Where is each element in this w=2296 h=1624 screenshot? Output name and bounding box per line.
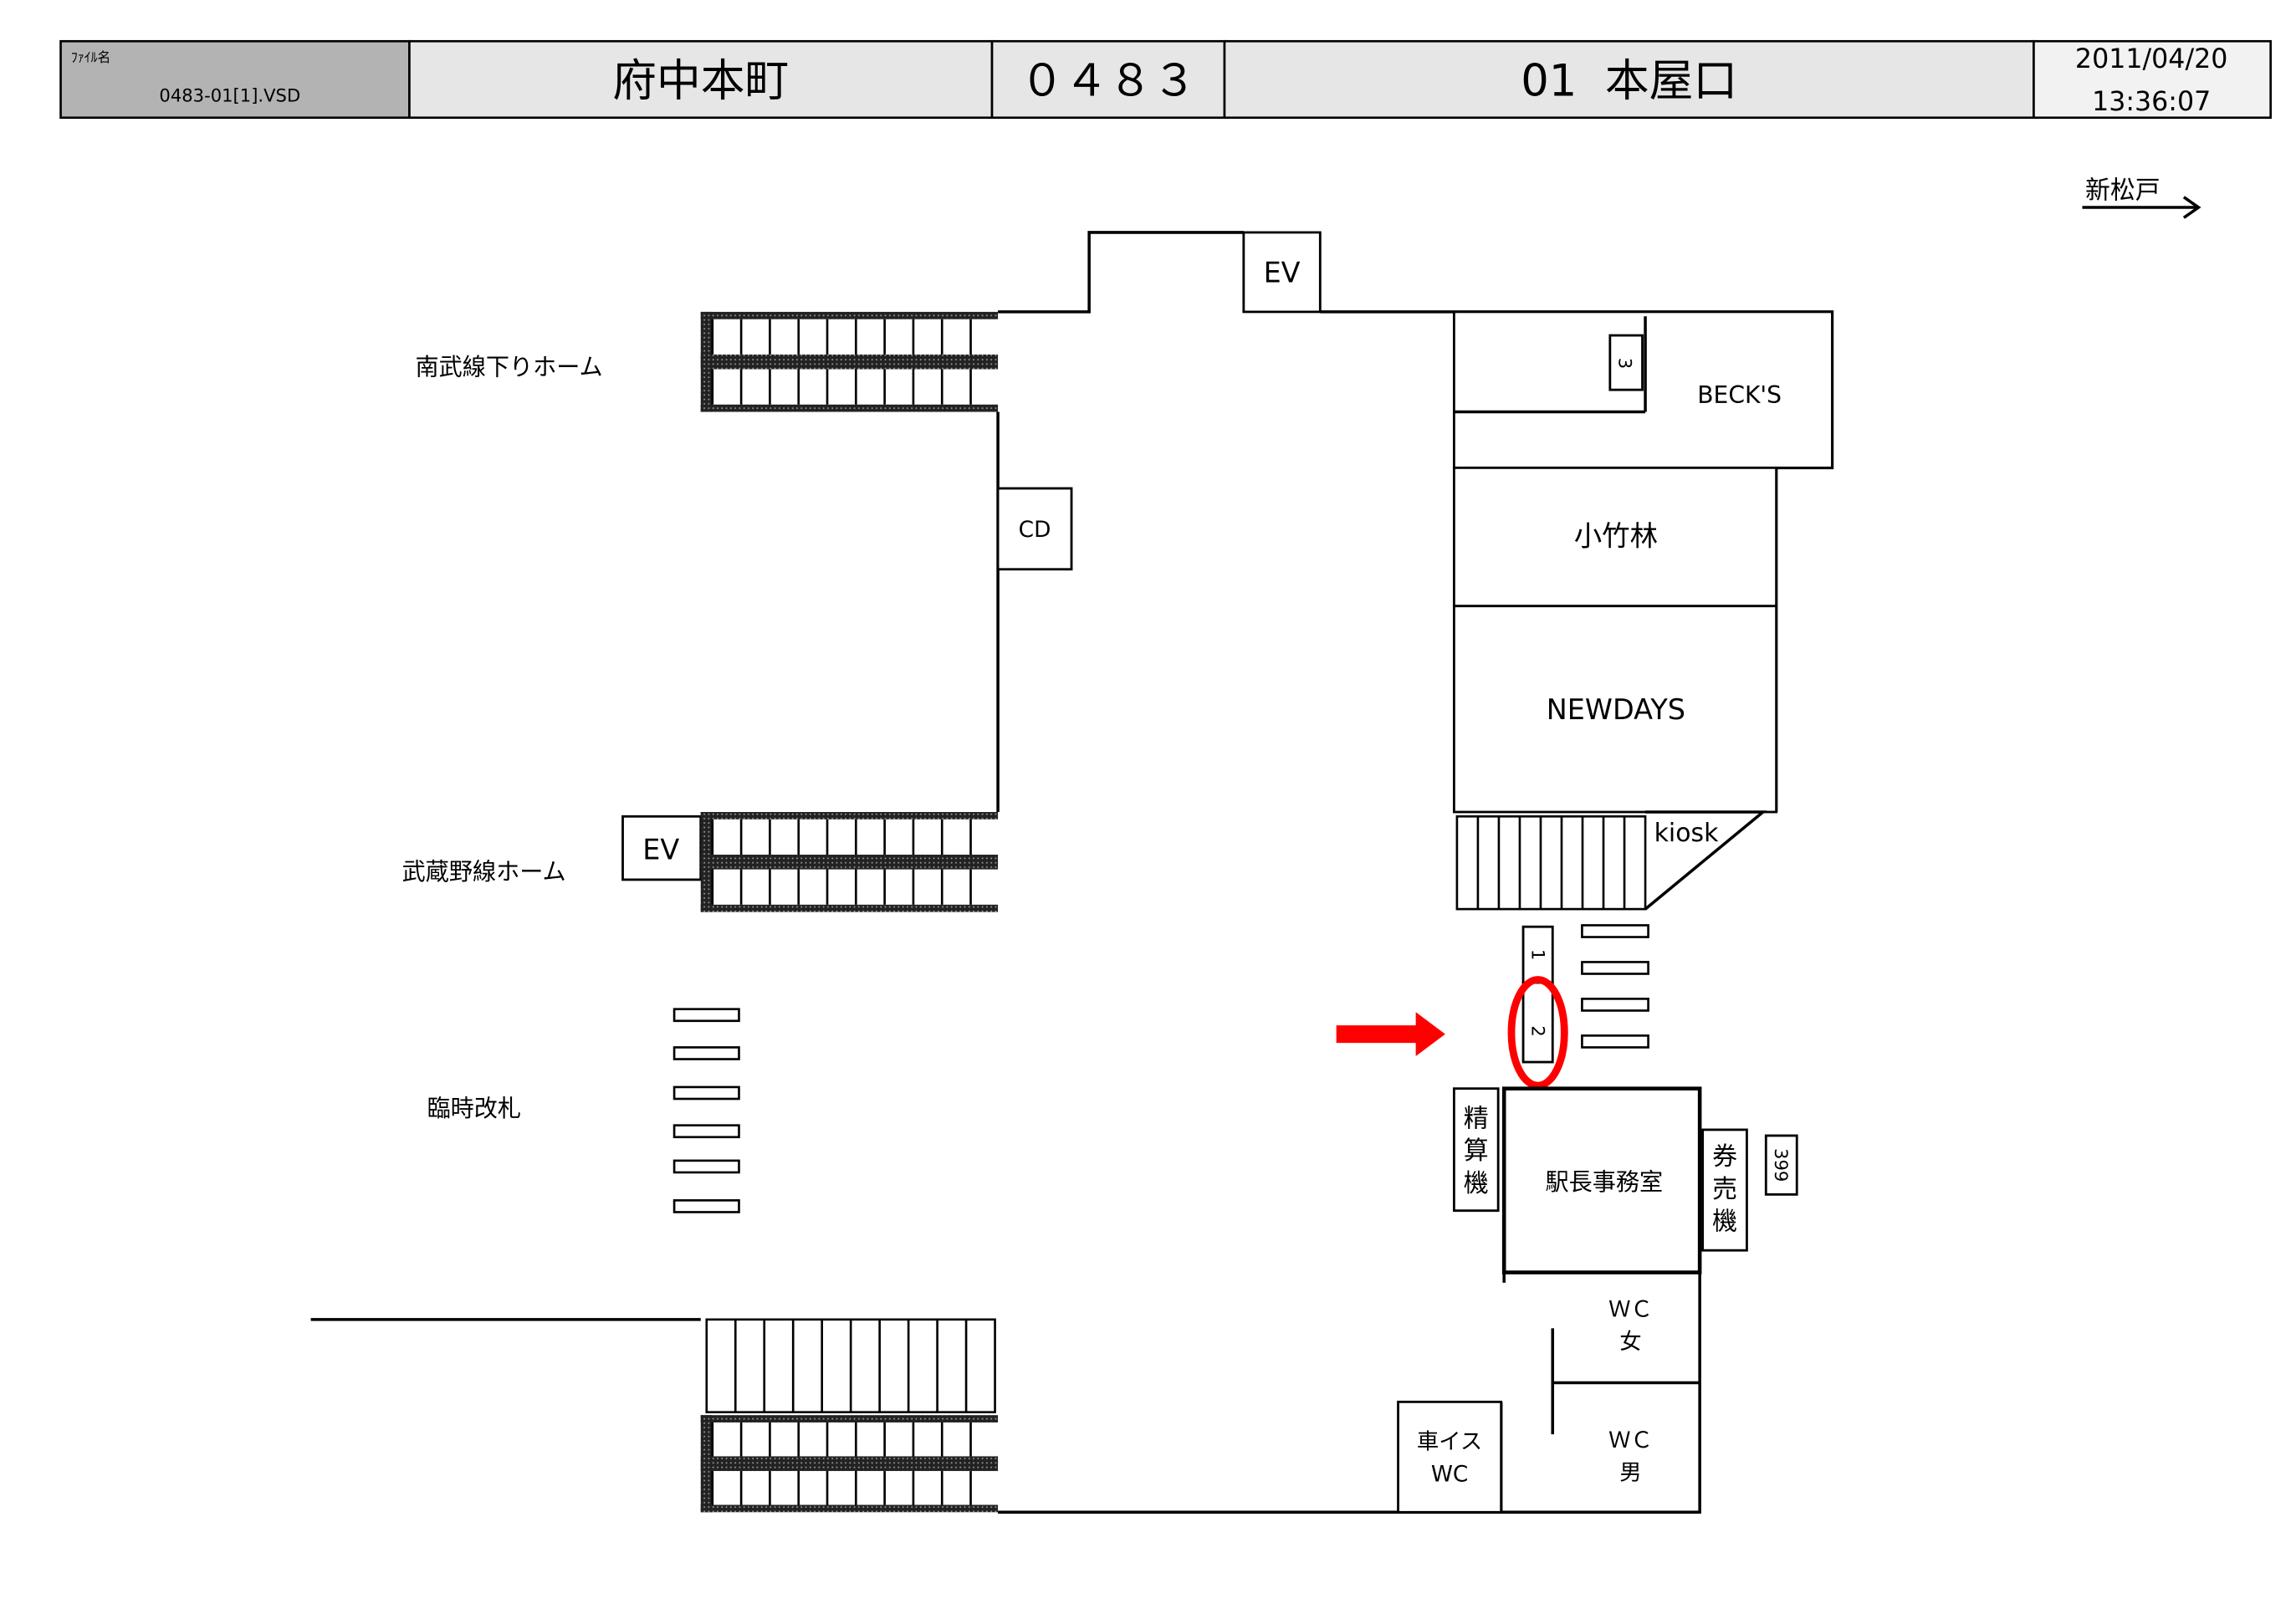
ticket-gate-bar <box>1581 924 1649 938</box>
station-office: 駅長事務室 <box>1501 1086 1702 1283</box>
svg-text:売: 売 <box>1712 1175 1737 1204</box>
svg-text:NEWDAYS: NEWDAYS <box>1547 693 1685 726</box>
station-name: 府中本町 <box>612 55 789 106</box>
temp-gate-bar <box>672 1124 740 1139</box>
shop-becks: BECK'S 3 <box>1452 310 1833 469</box>
exit-name: 01 本屋口 <box>1521 55 1737 106</box>
svg-text:399: 399 <box>1771 1148 1792 1182</box>
date: 2011/04/20 <box>2075 44 2227 74</box>
header-bar: ﾌｧｲﾙ名 0483-01[1].VSD 府中本町 ０４８３ 01 本屋口 20… <box>59 39 2272 120</box>
svg-text:機: 機 <box>1464 1169 1489 1198</box>
elevator-left: EV <box>621 815 703 881</box>
ticket-machine: 券 売 機 <box>1701 1128 1748 1252</box>
file-name: 0483-01[1].VSD <box>159 84 300 105</box>
highlight-arrow-icon <box>1336 1012 1445 1057</box>
gate-1: 1 <box>1521 925 1554 984</box>
svg-text:駅長事務室: 駅長事務室 <box>1545 1168 1663 1196</box>
file-label: ﾌｧｲﾙ名 <box>71 49 111 65</box>
svg-text:算: 算 <box>1464 1136 1489 1166</box>
svg-text:WC: WC <box>1431 1462 1468 1487</box>
station-code: ０４８３ <box>1020 55 1196 106</box>
stairs-kiosk <box>1455 815 1647 911</box>
temp-gate-bar <box>672 1159 740 1174</box>
wheelchair-wc: 車イス WC <box>1397 1400 1503 1514</box>
ticket-gate-bar <box>1581 1034 1649 1049</box>
gate-2: 2 <box>1521 981 1554 1064</box>
temp-gate-label: 臨時改札 <box>427 1095 522 1122</box>
svg-text:EV: EV <box>1264 257 1301 289</box>
svg-text:2: 2 <box>1528 1025 1549 1036</box>
ticket-gate-bar <box>1581 998 1649 1012</box>
temp-gate-bar <box>672 1046 740 1060</box>
direction-label: 新松戸 <box>2085 176 2160 205</box>
wc-walls <box>1499 1328 1700 1513</box>
wc-female: ＷＣ 女 <box>1608 1297 1653 1355</box>
platform-musashino-label: 武蔵野線ホーム <box>402 858 566 886</box>
svg-text:小竹林: 小竹林 <box>1574 520 1658 553</box>
stairs-bottom-upper <box>705 1318 996 1414</box>
gates-layer <box>672 924 1649 1213</box>
svg-text:女: 女 <box>1619 1330 1641 1355</box>
stair-3-label: 3 <box>1614 358 1635 369</box>
svg-text:男: 男 <box>1619 1461 1641 1486</box>
highlight-circle <box>1507 976 1568 1090</box>
machine-399: 399 <box>1764 1134 1798 1196</box>
arrow-right-icon <box>2082 196 2201 219</box>
direction-indicator: 新松戸 <box>2082 176 2201 219</box>
temp-gate-bar <box>672 1199 740 1213</box>
svg-text:精: 精 <box>1464 1104 1489 1133</box>
shop-kiosk: kiosk <box>1644 810 1767 911</box>
ticket-gate-bar <box>1581 961 1649 975</box>
svg-text:CD: CD <box>1019 518 1051 543</box>
stairs-bottom <box>700 1415 999 1513</box>
platform-nanbu-label: 南武線下りホーム <box>415 354 602 381</box>
temp-gate-bar <box>672 1008 740 1023</box>
temp-gate-bar <box>672 1085 740 1101</box>
stairs-nanbu <box>700 311 999 412</box>
svg-text:ＷＣ: ＷＣ <box>1608 1428 1653 1453</box>
time: 13:36:07 <box>2092 87 2211 117</box>
becks-label: BECK'S <box>1697 381 1782 409</box>
shop-newdays: NEWDAYS <box>1452 605 1778 814</box>
shop-kotakebayashi: 小竹林 <box>1452 466 1778 608</box>
svg-text:EV: EV <box>642 833 679 866</box>
cash-dispenser: CD <box>996 487 1073 571</box>
svg-text:車イス: 車イス <box>1417 1430 1482 1455</box>
svg-text:1: 1 <box>1528 949 1549 960</box>
svg-text:券: 券 <box>1712 1142 1737 1172</box>
elevator-top: EV <box>1242 231 1322 314</box>
svg-text:ＷＣ: ＷＣ <box>1608 1297 1653 1322</box>
fare-adjustment-machine: 精 算 機 <box>1452 1087 1500 1213</box>
svg-text:機: 機 <box>1712 1208 1737 1237</box>
wc-male: ＷＣ 男 <box>1608 1428 1653 1486</box>
stairs-musashino <box>700 812 999 912</box>
svg-text:kiosk: kiosk <box>1654 819 1719 848</box>
